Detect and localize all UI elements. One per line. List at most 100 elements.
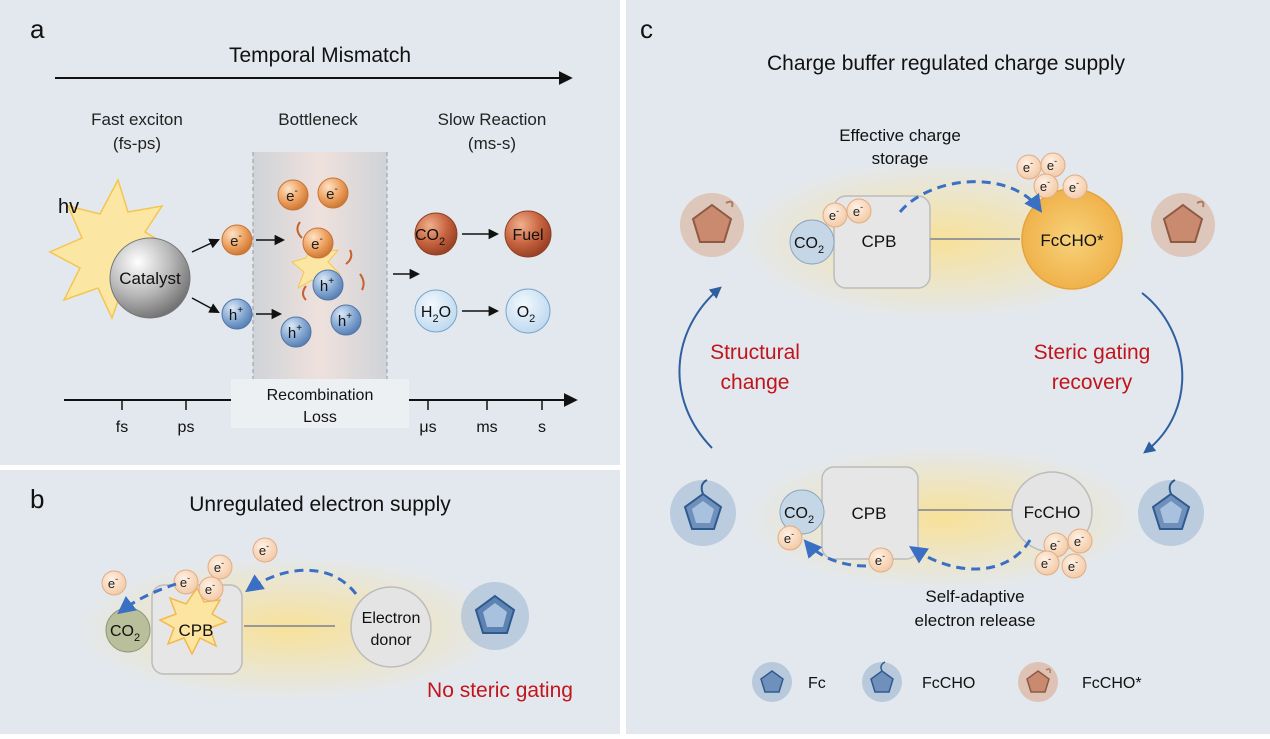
col-fast-line1: Fast exciton	[91, 110, 183, 129]
electron-ball: e-	[221, 224, 253, 256]
svg-text:CO2: CO2	[110, 623, 140, 644]
panel-c-title: Charge buffer regulated charge supply	[767, 52, 1126, 75]
col-slow-line2: (ms-s)	[468, 134, 516, 153]
co2-ball: CO2	[414, 212, 458, 256]
cpb-flash-b	[158, 586, 228, 656]
panel-a-title: Temporal Mismatch	[229, 44, 411, 67]
panel-c-bg	[626, 0, 1270, 734]
flow-arrow-storage	[898, 180, 1043, 213]
cycle-arrow-right	[1141, 292, 1184, 454]
h2o-ball: H2O	[414, 289, 458, 333]
electron-c-bot-2: e-	[868, 547, 894, 573]
fccho-star-icon-left	[680, 193, 744, 257]
electron-c-top-2: e-	[846, 198, 872, 224]
catalyst-label: Catalyst	[119, 269, 181, 288]
cpb-label-b: CPB	[179, 621, 214, 640]
arrow-cat-e	[191, 238, 220, 253]
panel-a-label: a	[30, 14, 45, 44]
electron-c-top-4: e-	[1040, 152, 1066, 178]
electron-c-top-6: e-	[1062, 174, 1088, 200]
storage-line2: storage	[872, 149, 929, 168]
svg-text:e-: e-	[311, 234, 323, 253]
svg-text:e-: e-	[1040, 177, 1050, 194]
electron-b-5: e-	[252, 537, 278, 563]
recomb-arrow-3	[302, 285, 307, 301]
hv-label: hv	[58, 196, 79, 218]
svg-text:e-: e-	[1068, 557, 1078, 574]
svg-text:e-: e-	[214, 558, 224, 575]
electron-c-bot-6: e-	[1061, 553, 1087, 579]
flow-arrow-release-1	[909, 539, 1032, 571]
svg-text:Fuel: Fuel	[512, 227, 543, 244]
svg-text:h+: h+	[338, 311, 352, 330]
legend-fccho-icon	[862, 661, 902, 702]
fccho-star-icon-right	[1151, 193, 1215, 257]
no-steric-gating: No steric gating	[427, 679, 573, 702]
tick-label-ps: ps	[178, 419, 195, 436]
panel-c-label: c	[640, 14, 653, 44]
legend-fccho-star-icon	[1018, 662, 1058, 702]
tick-label-fs: fs	[116, 419, 128, 436]
fccho-icon-left	[670, 479, 736, 546]
flow-arrow-cpb-co2	[117, 582, 177, 615]
legend-fc-label: Fc	[808, 675, 826, 692]
flow-arrow-donor-cpb	[245, 568, 358, 595]
electron-b-1: e-	[101, 570, 127, 596]
fccho-label: FcCHO	[1024, 503, 1081, 522]
svg-text:h+: h+	[288, 323, 302, 342]
svg-text:e-: e-	[1050, 536, 1060, 553]
hole-ball: h+	[221, 298, 253, 330]
svg-text:e-: e-	[180, 573, 190, 590]
tick-label-s: s	[538, 419, 546, 436]
storage-line1: Effective charge	[839, 126, 961, 145]
electron-c-bot-1: e-	[777, 525, 803, 551]
legend-fccho-label: FcCHO	[922, 675, 975, 692]
steric-recovery-line1: Steric gating	[1034, 341, 1151, 364]
donor-circle	[350, 586, 432, 668]
fccho-star-label: FcCHO*	[1040, 231, 1104, 250]
electron-c-bot-5: e-	[1034, 550, 1060, 576]
svg-text:e-: e-	[1074, 532, 1084, 549]
tick-label-ms: ms	[476, 419, 497, 436]
svg-text:e-: e-	[286, 186, 298, 205]
electron-c-bot-4: e-	[1067, 528, 1093, 554]
co2-ball-b: CO2	[105, 607, 151, 653]
recomb-arrow-4	[359, 273, 365, 291]
release-line2: electron release	[915, 611, 1036, 630]
svg-text:CO2: CO2	[415, 227, 445, 248]
fuel-ball: Fuel	[504, 210, 552, 258]
svg-text:H2O: H2O	[421, 304, 451, 325]
svg-text:e-: e-	[1023, 158, 1033, 175]
cpb-label-bottom: CPB	[852, 504, 887, 523]
electron-b-2: e-	[173, 569, 199, 595]
structural-line1: Structural	[710, 341, 800, 364]
svg-text:e-: e-	[853, 202, 863, 219]
svg-text:h+: h+	[229, 305, 243, 324]
recombination-line2: Loss	[303, 409, 337, 426]
legend-fccho-star-label: FcCHO*	[1082, 675, 1142, 692]
svg-text:O2: O2	[517, 304, 536, 325]
release-line1: Self-adaptive	[925, 587, 1024, 606]
svg-text:e-: e-	[230, 231, 242, 250]
cycle-arrow-left	[678, 286, 722, 449]
tick-label-us: μs	[419, 419, 436, 436]
svg-text:e-: e-	[108, 574, 118, 591]
svg-text:e-: e-	[1041, 554, 1051, 571]
svg-text:e-: e-	[1069, 178, 1079, 195]
donor-line2: donor	[371, 632, 413, 649]
svg-text:e-: e-	[205, 580, 215, 597]
bottleneck-hole-2: h+	[280, 316, 312, 348]
panel-b-label: b	[30, 484, 44, 514]
svg-text:e-: e-	[326, 184, 338, 203]
svg-text:CO2: CO2	[794, 235, 824, 256]
svg-text:CO2: CO2	[784, 505, 814, 526]
svg-text:e-: e-	[259, 541, 269, 558]
recomb-arrow-1	[296, 221, 303, 239]
steric-recovery-line2: recovery	[1052, 371, 1133, 394]
bottleneck-electron-2: e-	[317, 177, 349, 209]
svg-text:e-: e-	[784, 529, 794, 546]
bottleneck-electron-1: e-	[277, 179, 309, 211]
arrow-cat-h	[191, 297, 220, 313]
bottleneck-electron-3: e-	[302, 227, 334, 259]
fccho-icon-right	[1138, 479, 1204, 546]
